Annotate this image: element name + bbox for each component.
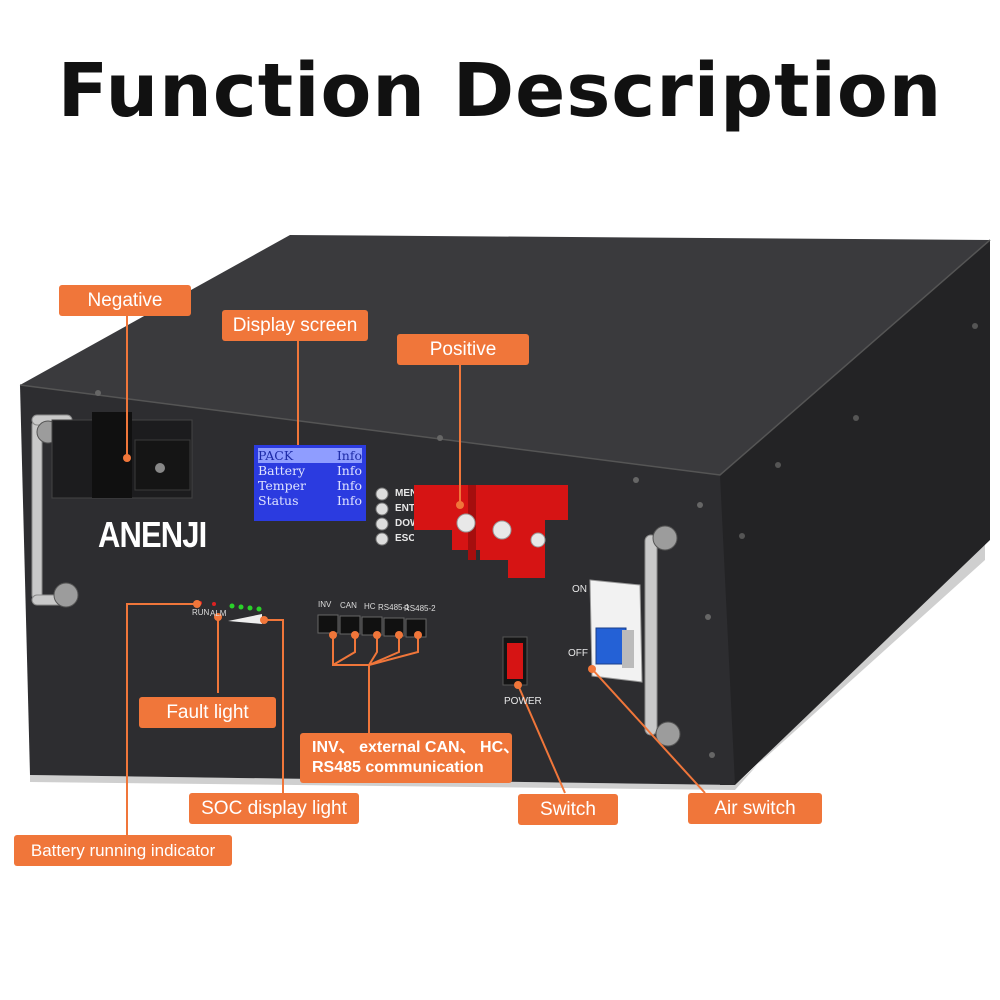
port-label-can: CAN xyxy=(340,601,357,610)
port-label-rs485-2: RS485-2 xyxy=(404,604,436,613)
port-label-rs485-1: RS485-1 xyxy=(378,603,410,612)
power-label: POWER xyxy=(504,696,542,707)
fault-light-callout: Fault light xyxy=(139,697,276,728)
soc-display-light-callout: SOC display light xyxy=(189,793,359,824)
switch-callout: Switch xyxy=(518,794,618,825)
comm-leader xyxy=(332,635,370,740)
down-label: DOWN xyxy=(395,518,414,529)
enter-label: ENTER xyxy=(395,503,414,514)
chassis-side xyxy=(720,240,990,785)
air-switch-leader xyxy=(591,668,706,794)
brand-logo: ANENJI xyxy=(98,514,207,555)
negative-terminal xyxy=(51,412,193,499)
negative-callout: Negative xyxy=(59,285,191,316)
display-screen-callout: Display screen xyxy=(222,310,368,341)
soc-ramp xyxy=(228,614,262,624)
soc-led-1 xyxy=(229,603,235,609)
soc-led-4 xyxy=(256,606,262,612)
air-switch-lever xyxy=(595,627,627,665)
air-switch-on-label: ON xyxy=(572,584,587,595)
communication-ports xyxy=(317,614,427,638)
air-switch-off-label: OFF xyxy=(568,648,588,659)
port-label-hc: HC xyxy=(364,602,376,611)
communication-callout: INV、 external CAN、 HC、 RS485 communicati… xyxy=(300,733,519,783)
left-handle xyxy=(31,419,43,601)
menu-button-4 xyxy=(375,532,389,546)
menu-label: MENU xyxy=(395,488,414,499)
page-title: Function Description xyxy=(57,48,943,134)
esc-label: ESC xyxy=(395,533,414,544)
positive-callout: Positive xyxy=(397,334,529,365)
soc-led-3 xyxy=(247,605,253,611)
alm-led xyxy=(212,602,216,606)
right-handle xyxy=(644,534,658,736)
alm-label: ALM xyxy=(210,609,227,618)
communication-callout-line1: INV、 external CAN、 HC、 xyxy=(312,739,520,756)
positive-terminal xyxy=(414,485,568,578)
menu-button-3 xyxy=(375,517,389,531)
menu-button-1 xyxy=(375,487,389,501)
soc-led-2 xyxy=(238,604,244,610)
power-switch xyxy=(507,643,523,679)
run-label: RUN xyxy=(192,608,210,617)
communication-callout-line2: RS485 communication xyxy=(312,759,484,776)
port-label-inv: INV xyxy=(318,600,332,609)
switch-leader xyxy=(517,684,566,794)
soc-leader xyxy=(264,619,284,793)
air-switch-callout: Air switch xyxy=(688,793,822,824)
battery-running-indicator-callout: Battery running indicator xyxy=(14,835,232,866)
menu-button-2 xyxy=(375,502,389,516)
running-leader xyxy=(126,603,197,836)
